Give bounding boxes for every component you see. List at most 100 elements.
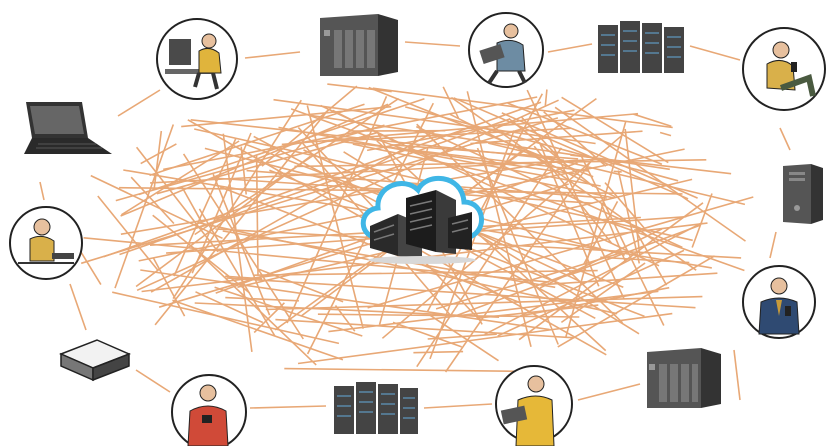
mesh-link [366, 109, 575, 152]
mesh-link [284, 367, 525, 373]
mesh-link [153, 130, 163, 190]
mesh-link [281, 112, 639, 146]
mesh-link [154, 109, 329, 326]
mesh-link [172, 299, 344, 361]
nas-storage-icon [320, 14, 398, 76]
server-rack-icon [334, 382, 418, 434]
mesh-link [429, 314, 499, 362]
mesh-link [181, 105, 392, 128]
node-connector [733, 349, 741, 401]
mesh-link [158, 183, 569, 308]
network-box-icon [59, 339, 131, 382]
mesh-link [477, 304, 599, 319]
mesh-link [273, 98, 596, 145]
mesh-link [181, 186, 203, 224]
mesh-link [376, 140, 607, 352]
mesh-link [497, 249, 685, 337]
mesh-link [156, 131, 379, 195]
mesh-link [507, 102, 663, 166]
mesh-link [659, 131, 672, 137]
mesh-link [561, 96, 669, 164]
mesh-link [435, 252, 622, 310]
mesh-link [543, 272, 718, 286]
mesh-link [368, 86, 594, 178]
mesh-link [328, 290, 659, 333]
mesh-link [149, 103, 365, 177]
mesh-link [404, 106, 679, 182]
mesh-link [334, 305, 356, 332]
mesh-link [135, 146, 219, 253]
mesh-link [633, 113, 672, 128]
mesh-link [225, 296, 299, 302]
man-with-tablet-icon [495, 365, 573, 446]
mesh-link [152, 257, 186, 317]
mesh-link [580, 156, 665, 326]
mesh-link [182, 153, 304, 340]
person-with-laptop-icon [9, 206, 83, 280]
mesh-link [258, 268, 344, 303]
mesh-link [554, 106, 746, 242]
nas-storage-icon [647, 348, 721, 408]
mesh-link [261, 85, 358, 167]
mesh-link [195, 291, 264, 324]
mesh-link [240, 146, 247, 195]
mesh-link [317, 313, 580, 318]
mesh-link [367, 196, 754, 309]
mesh-link [252, 269, 598, 276]
mesh-link [297, 312, 673, 365]
mesh-link [544, 89, 548, 106]
node-connector [423, 403, 493, 409]
mesh-link [226, 277, 696, 309]
mesh-link [152, 214, 251, 294]
mesh-link [526, 89, 625, 300]
mesh-link [120, 140, 240, 216]
mesh-link [613, 170, 622, 173]
mesh-link [306, 105, 364, 329]
mesh-link [265, 295, 703, 311]
mesh-link [533, 145, 613, 244]
node-connector [779, 127, 791, 151]
mesh-link [427, 333, 497, 340]
person-with-phone-icon [742, 27, 826, 111]
mesh-link [163, 96, 538, 171]
mesh-link [173, 138, 237, 277]
mesh-link [617, 170, 641, 264]
mesh-link [215, 228, 742, 259]
mesh-link [560, 262, 646, 324]
mesh-link [327, 83, 392, 93]
node-connector [117, 89, 161, 117]
mesh-link [290, 108, 745, 272]
mesh-link [198, 252, 317, 366]
mesh-link [416, 123, 624, 324]
server-rack-icon [598, 21, 684, 73]
mesh-link [222, 133, 253, 353]
mesh-link [413, 350, 464, 354]
mesh-link [253, 302, 285, 334]
node-connector [39, 181, 45, 201]
mesh-link [582, 201, 619, 265]
mesh-link [150, 130, 437, 293]
node-connector [244, 51, 301, 59]
mesh-link [120, 103, 389, 217]
mesh-link [624, 128, 641, 257]
cloud-datacenter-icon [360, 175, 484, 264]
node-connector [547, 43, 593, 53]
mesh-link [557, 255, 715, 348]
mesh-link [120, 161, 551, 235]
mesh-link [140, 143, 177, 165]
node-connector [577, 383, 641, 401]
mesh-link [453, 97, 689, 200]
mesh-link [214, 286, 363, 337]
mesh-link [275, 318, 575, 339]
mesh-link [488, 142, 746, 206]
person-with-tablet-icon [468, 12, 544, 88]
mesh-link [130, 176, 175, 225]
woman-with-phone-icon [171, 374, 247, 446]
node-connector [69, 283, 87, 331]
mesh-link [484, 221, 703, 336]
node-connector [135, 369, 171, 393]
mesh-link [90, 174, 223, 240]
mesh-link [114, 124, 175, 289]
mesh-link [255, 155, 259, 276]
businessman-with-phone-icon [742, 265, 816, 339]
